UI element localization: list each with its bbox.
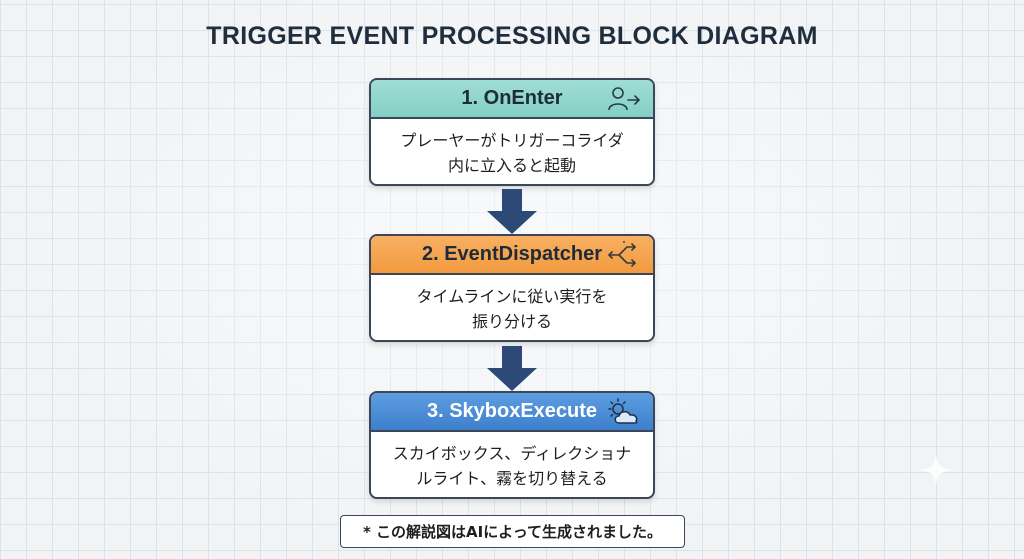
block-eventdispatcher: 2. EventDispatcher タイムラインに従い実行を 振り分ける xyxy=(369,234,655,342)
ai-generated-footnote: * この解説図はAIによって生成されました。 xyxy=(340,515,685,548)
sparkle-icon xyxy=(920,454,952,486)
block-eventdispatcher-title: 2. EventDispatcher xyxy=(421,243,603,265)
diagram-title: TRIGGER EVENT PROCESSING BLOCK DIAGRAM xyxy=(206,22,818,50)
block-eventdispatcher-line-2: 振り分ける xyxy=(471,311,552,331)
block-skyboxexecute-title: 3. SkyboxExecute xyxy=(426,400,598,422)
block-eventdispatcher-body: タイムラインに従い実行を 振り分ける xyxy=(371,275,653,340)
block-eventdispatcher-line-1: タイムラインに従い実行を xyxy=(416,286,608,306)
block-onenter: 1. OnEnter プレーヤーがトリガーコライダ 内に立入ると起動 xyxy=(369,78,655,186)
block-skyboxexecute-body: スカイボックス、ディレクショナ ルライト、霧を切り替える xyxy=(371,432,653,497)
block-onenter-line-1: プレーヤーがトリガーコライダ xyxy=(400,130,624,150)
block-onenter-line-2: 内に立入ると起動 xyxy=(447,155,576,175)
person-arrow-icon xyxy=(608,87,640,111)
flow-arrow-2 xyxy=(487,346,537,391)
branch-arrows-icon xyxy=(608,241,636,267)
block-skyboxexecute-line-1: スカイボックス、ディレクショナ xyxy=(392,443,632,463)
block-skyboxexecute-line-2: ルライト、霧を切り替える xyxy=(416,468,608,488)
block-onenter-header: 1. OnEnter xyxy=(371,80,653,119)
block-onenter-title: 1. OnEnter xyxy=(461,87,563,109)
block-skyboxexecute: 3. SkyboxExecute スカイボックス、ディレクショナ ルライト、霧を… xyxy=(369,391,655,499)
block-eventdispatcher-header: 2. EventDispatcher xyxy=(371,236,653,275)
sun-cloud-icon xyxy=(608,398,638,424)
flow-arrow-1 xyxy=(487,189,537,234)
block-onenter-body: プレーヤーがトリガーコライダ 内に立入ると起動 xyxy=(371,119,653,184)
block-skyboxexecute-header: 3. SkyboxExecute xyxy=(371,393,653,432)
